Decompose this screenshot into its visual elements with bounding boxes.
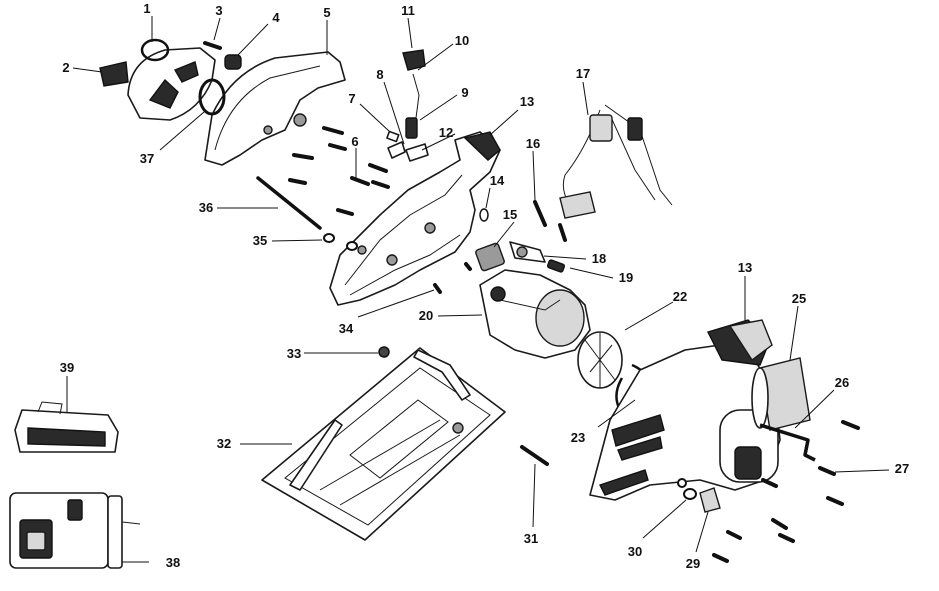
knob-11: [402, 49, 426, 71]
screws-27: [712, 420, 860, 563]
fan-22: [577, 331, 623, 389]
motor-20: [479, 269, 591, 359]
callout-labels: 1 2 3 4 5 6 7 8 9 10 11 12 13 14 15 16 1…: [60, 1, 909, 571]
housing-right-half: [589, 319, 781, 501]
callout-26: 26: [835, 375, 849, 390]
callout-2: 2: [62, 60, 69, 75]
washer-30b: [677, 478, 687, 488]
callout-14: 14: [490, 173, 505, 188]
pin-34b: [464, 262, 472, 271]
callout-22: 22: [673, 289, 687, 304]
spring-19: [546, 259, 566, 273]
brush-holder-18: [509, 241, 546, 263]
callout-9: 9: [461, 85, 468, 100]
callout-39: 39: [60, 360, 74, 375]
battery-cylinder-25: [751, 357, 811, 431]
bushing-4: [224, 54, 242, 70]
pin-34a: [433, 283, 442, 294]
pin-3: [203, 41, 222, 50]
housing-left-half: [329, 131, 501, 306]
callout-3: 3: [215, 3, 222, 18]
callout-36: 36: [199, 200, 213, 215]
callout-8: 8: [376, 67, 383, 82]
charger-38: [9, 492, 141, 569]
washer-35b: [346, 241, 358, 251]
wiring-harness-17: [559, 104, 673, 219]
callout-16: 16: [526, 136, 540, 151]
washer-30: [683, 488, 697, 500]
callout-17: 17: [576, 66, 590, 81]
brush-16b: [558, 223, 567, 242]
callout-13: 13: [520, 94, 534, 109]
callout-15: 15: [503, 207, 517, 222]
screws-6: [288, 126, 390, 216]
upper-blade-guard: [204, 51, 346, 166]
battery-pack-39: [14, 401, 119, 453]
clip-12: [405, 143, 429, 162]
rod-10: [412, 73, 420, 119]
callout-18: 18: [592, 251, 606, 266]
callout-25: 25: [792, 291, 806, 306]
switch-14: [479, 208, 489, 222]
callout-35: 35: [253, 233, 267, 248]
callout-4: 4: [272, 10, 280, 25]
bolt-31: [520, 445, 549, 466]
callout-29: 29: [686, 556, 700, 571]
callout-32: 32: [217, 436, 231, 451]
callout-30: 30: [628, 544, 642, 559]
callout-33: 33: [287, 346, 301, 361]
callout-6: 6: [351, 134, 358, 149]
callout-37: 37: [140, 151, 154, 166]
button-29: [699, 487, 721, 513]
nut-33: [378, 346, 390, 358]
hex-key-26: [759, 423, 816, 462]
callout-7: 7: [348, 91, 355, 106]
washer-35: [323, 233, 335, 243]
callout-12: 12: [439, 125, 453, 140]
ring-37: [198, 78, 226, 116]
switch-block-15: [475, 242, 505, 272]
callout-27: 27: [895, 461, 909, 476]
callout-10: 10: [455, 33, 469, 48]
callout-13b: 13: [738, 260, 752, 275]
callout-31: 31: [524, 531, 538, 546]
brush-16a: [533, 200, 547, 227]
clip-7: [386, 130, 400, 143]
bolt-36: [256, 176, 322, 230]
callout-1: 1: [143, 1, 150, 16]
spring-plate-8: [387, 141, 406, 159]
lower-blade-guard: [99, 47, 216, 121]
callout-20: 20: [419, 308, 433, 323]
callout-5: 5: [323, 5, 330, 20]
leader-lines: [66, 16, 890, 563]
callout-34: 34: [339, 321, 354, 336]
o-ring-1: [140, 38, 170, 62]
callout-38: 38: [166, 555, 180, 570]
callout-23: 23: [571, 430, 585, 445]
callout-11: 11: [401, 3, 415, 18]
base-plate-32: [261, 347, 506, 541]
callout-19: 19: [619, 270, 633, 285]
spring-9: [405, 117, 418, 139]
